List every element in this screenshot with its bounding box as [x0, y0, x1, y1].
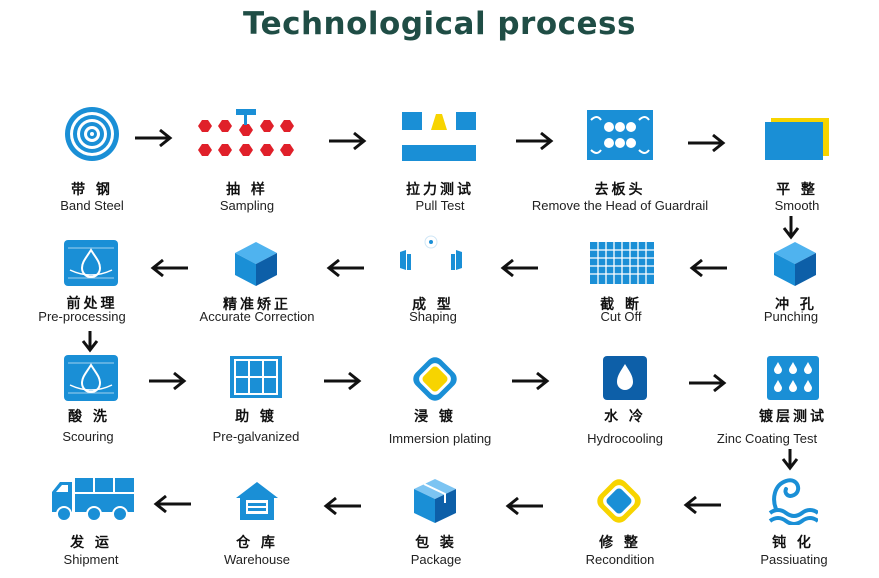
- blue-diamond-icon: [597, 479, 641, 523]
- truck-icon: [52, 478, 134, 522]
- red-hexagons-icon: [198, 109, 294, 156]
- arrow-right-icon: [512, 371, 550, 391]
- step-zh-zinc-coating-test: 镀层测试: [759, 409, 827, 425]
- step-en-immersion-plating: Immersion plating: [388, 431, 492, 446]
- arrow-right-icon: [135, 128, 173, 148]
- step-zh-pre-processing: 前处理: [66, 296, 118, 312]
- arrow-down-icon: [781, 449, 799, 471]
- step-en-pre-processing: Pre-processing: [38, 309, 126, 324]
- arrow-left-icon: [505, 496, 543, 516]
- step-en-shipment: Shipment: [63, 552, 119, 567]
- shaping-icon: [400, 235, 462, 270]
- step-en-pull-test: Pull Test: [415, 198, 465, 213]
- step-zh-sampling: 抽 样: [226, 182, 268, 198]
- step-zh-package: 包 装: [415, 535, 457, 551]
- step-en-cut-off: Cut Off: [600, 309, 642, 324]
- step-zh-punching: 冲 孔: [775, 297, 817, 313]
- arrow-right-icon: [689, 373, 727, 393]
- step-en-recondition: Recondition: [585, 552, 655, 567]
- arrow-left-icon: [689, 258, 727, 278]
- step-zh-band-steel: 带 钢: [71, 182, 113, 198]
- arrow-down-icon: [782, 216, 800, 240]
- arrow-left-icon: [153, 494, 191, 514]
- droplet-icon: [603, 356, 647, 400]
- arrow-down-icon: [81, 331, 99, 353]
- step-en-hydrocooling: Hydrocooling: [587, 431, 663, 446]
- step-en-remove-head: Remove the Head of Guardrail: [531, 198, 709, 213]
- step-en-accurate-correction: Accurate Correction: [199, 309, 315, 324]
- arrow-right-icon: [688, 133, 726, 153]
- arrow-left-icon: [683, 495, 721, 515]
- step-en-sampling: Sampling: [219, 198, 275, 213]
- step-zh-shaping: 成 型: [412, 297, 454, 313]
- page-title: Technological process: [243, 6, 636, 42]
- step-zh-pre-galvanized: 助 镀: [235, 409, 277, 425]
- water-drop-box-icon: [64, 240, 118, 286]
- water-drop-box-icon: [64, 355, 118, 401]
- step-zh-remove-head: 去板头: [594, 182, 646, 198]
- step-zh-warehouse: 仓 库: [236, 535, 278, 551]
- step-zh-smooth: 平 整: [776, 182, 818, 198]
- step-en-scouring: Scouring: [62, 429, 114, 444]
- cube-icon: [774, 242, 816, 286]
- step-en-warehouse: Warehouse: [224, 552, 290, 567]
- step-en-pre-galvanized: Pre-galvanized: [212, 429, 300, 444]
- arrow-left-icon: [326, 258, 364, 278]
- step-zh-scouring: 酸 洗: [68, 409, 110, 425]
- concentric-rings-icon: [65, 107, 119, 161]
- flat-plate-icon: [765, 118, 829, 160]
- waves-icon: [768, 478, 818, 525]
- step-zh-hydrocooling: 水 冷: [604, 409, 646, 425]
- step-zh-passiuating: 钝 化: [772, 535, 814, 551]
- droplets-grid-icon: [767, 356, 819, 400]
- step-en-band-steel: Band Steel: [60, 198, 124, 213]
- step-en-passiuating: Passiuating: [760, 552, 828, 567]
- step-en-zinc-coating-test: Zinc Coating Test: [716, 431, 818, 446]
- yellow-diamond-icon: [413, 357, 457, 401]
- step-zh-cut-off: 截 断: [600, 297, 642, 313]
- arrow-right-icon: [149, 371, 187, 391]
- step-en-shaping: Shaping: [409, 309, 457, 324]
- grid-panel-icon: [590, 242, 654, 284]
- pull-test-icon: [402, 112, 476, 161]
- arrow-left-icon: [323, 496, 361, 516]
- step-zh-pull-test: 拉力测试: [406, 182, 474, 198]
- arrow-left-icon: [150, 258, 188, 278]
- arrow-right-icon: [516, 131, 554, 151]
- remove-head-icon: [587, 110, 653, 160]
- package-box-icon: [414, 479, 456, 523]
- step-en-smooth: Smooth: [774, 198, 820, 213]
- step-zh-immersion-plating: 浸 镀: [414, 409, 456, 425]
- step-zh-shipment: 发 运: [70, 535, 112, 551]
- step-en-punching: Punching: [763, 309, 819, 324]
- step-zh-recondition: 修 整: [599, 535, 641, 551]
- step-zh-accurate-correction: 精准矫正: [223, 297, 291, 313]
- cube-icon: [235, 242, 277, 286]
- window-grid-icon: [230, 356, 282, 398]
- arrow-right-icon: [329, 131, 367, 151]
- arrow-right-icon: [324, 371, 362, 391]
- house-icon: [236, 482, 278, 520]
- arrow-left-icon: [500, 258, 538, 278]
- step-en-package: Package: [410, 552, 462, 567]
